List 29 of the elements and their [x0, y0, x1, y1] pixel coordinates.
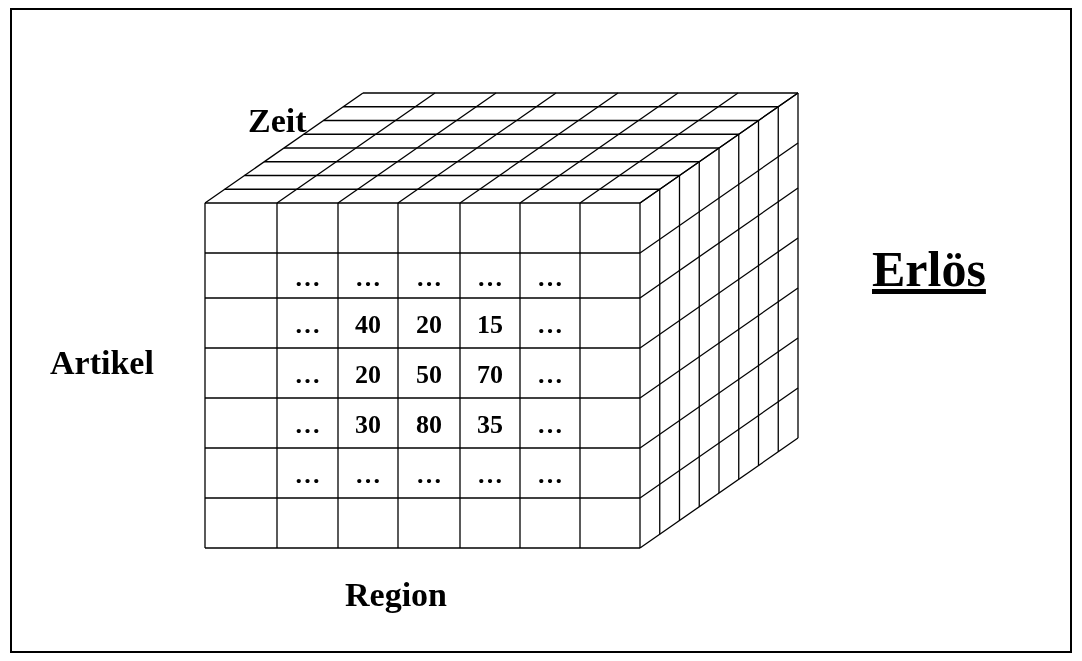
cube-value: 30 — [355, 412, 381, 438]
cube-value: 20 — [416, 312, 442, 338]
cube-value: … — [294, 264, 321, 291]
cube-value: … — [294, 312, 321, 338]
measure-title: Erlös — [872, 244, 986, 294]
cube-value: 70 — [477, 362, 503, 388]
cube-value: … — [416, 462, 442, 488]
cube-value: … — [537, 412, 563, 438]
cube-value: … — [355, 264, 381, 291]
cube-value: … — [416, 264, 442, 291]
cube-value: … — [294, 412, 321, 438]
cube-value: 40 — [355, 312, 381, 338]
cube-value: 80 — [416, 412, 442, 438]
cube-value: 15 — [477, 312, 503, 338]
axis-label: Region — [345, 578, 447, 612]
cube-value: 35 — [477, 412, 503, 438]
cube-value: 20 — [355, 362, 381, 388]
cube-value: … — [537, 264, 563, 291]
axis-label: Zeit — [248, 104, 307, 138]
cube-value: … — [537, 362, 563, 388]
cube-value: … — [537, 312, 563, 338]
cube-value: 50 — [416, 362, 442, 388]
cube-value: … — [477, 462, 503, 488]
cube-value: … — [477, 264, 503, 291]
cube-value: … — [537, 462, 563, 488]
cube-value: … — [294, 362, 321, 388]
cube-value: … — [355, 462, 381, 488]
cube-value: … — [294, 462, 321, 488]
axis-label: Artikel — [50, 346, 154, 380]
